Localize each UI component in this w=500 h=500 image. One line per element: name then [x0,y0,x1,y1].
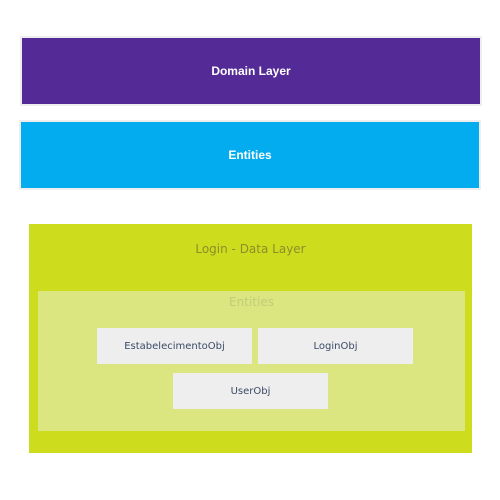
entity-node-label: UserObj [230,385,271,397]
entity-node-label: EstabelecimentoObj [124,340,225,352]
entity-node-login: LoginObj [258,328,413,364]
entity-node-label: LoginObj [313,340,358,352]
data-layer-entities-box: Entities EstabelecimentoObj LoginObj Use… [38,291,465,431]
entities-layer-label: Entities [228,148,272,162]
domain-layer-box: Domain Layer [20,36,482,106]
data-layer-box: Login - Data Layer Entities Estabelecime… [29,224,472,453]
entity-node-estabelecimento: EstabelecimentoObj [97,328,252,364]
entity-node-user: UserObj [173,373,328,409]
data-layer-title: Login - Data Layer [195,242,306,256]
entities-layer-box: Entities [19,120,481,190]
data-layer-entities-title: Entities [229,295,274,309]
domain-layer-label: Domain Layer [211,64,291,78]
